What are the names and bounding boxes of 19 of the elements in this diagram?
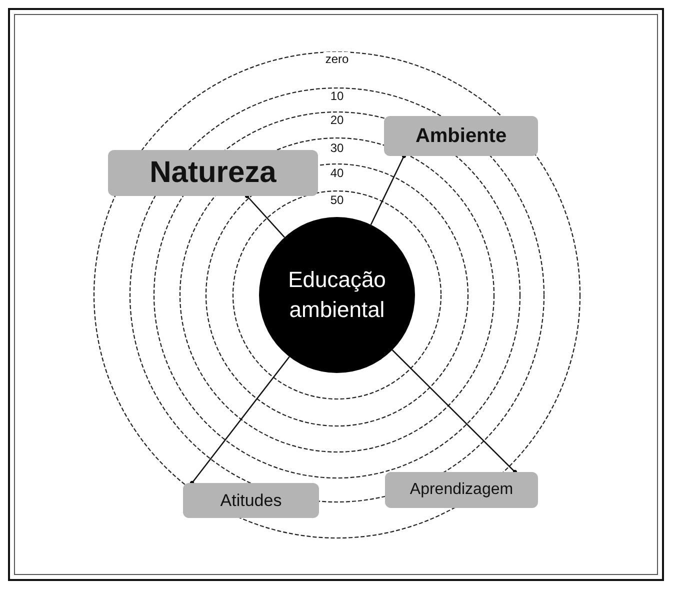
connector-line	[392, 350, 518, 474]
connector-line	[244, 194, 286, 238]
node-label: Aprendizagem	[410, 481, 514, 499]
ring-value-label: 10	[328, 89, 346, 103]
ring-value-label: 20	[328, 113, 346, 127]
node-label: Natureza	[150, 156, 276, 190]
ring-value-label: 50	[328, 193, 346, 207]
connector-line	[370, 154, 406, 226]
node-label: Ambiente	[415, 124, 507, 148]
label-box	[384, 116, 538, 156]
node-label: Atitudes	[220, 490, 282, 510]
label-box	[385, 472, 538, 508]
node-label: Educação ambiental	[287, 266, 387, 324]
label-box	[108, 150, 318, 196]
ring-value-label: zero	[323, 52, 351, 66]
connector-line	[190, 356, 290, 486]
label-box	[183, 483, 319, 518]
ring-value-label: 40	[328, 166, 346, 180]
ring-value-label: 30	[328, 141, 346, 155]
